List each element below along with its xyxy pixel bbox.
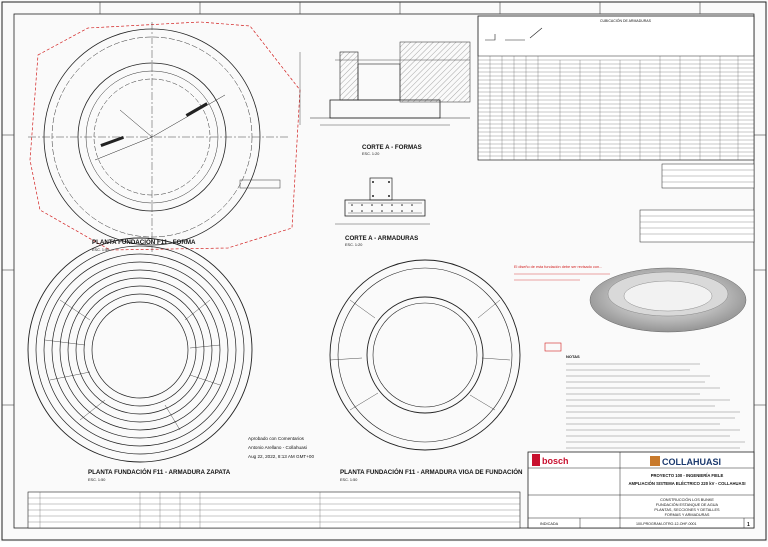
plan-forma-title: PLANTA FUNDACIÓN F11 - FORMA <box>92 238 196 246</box>
plan-zapata-view: PLANTA FUNDACIÓN F11 - ARMADURA ZAPATA E… <box>27 237 253 482</box>
scale-indicada: INDICADA <box>540 522 559 526</box>
project-line1: PROYECTO 100 - INGENIERÍA FIELE <box>651 473 724 478</box>
notes-title: NOTAS <box>566 354 580 359</box>
schedule-title: CUBICACIÓN DE ARMADURAS <box>600 18 652 23</box>
desc-line3: PLANTAS, SECCIONES Y DETALLES <box>654 508 720 512</box>
notes-block: NOTAS <box>566 354 745 449</box>
sheet-number: 1 <box>747 522 750 528</box>
plan-viga-view: PLANTA FUNDACIÓN F11 - ARMADURA VIGA DE … <box>329 259 523 482</box>
doc-number: 100-PROGRAM-OTRO-12-OHF-0001 <box>636 522 697 526</box>
project-line2: AMPLIACIÓN SISTEMA ELÉCTRICO 220 kV - CO… <box>628 481 745 486</box>
desc-line2: FUNDACIÓN ESTANQUE DE AGUA <box>656 502 719 507</box>
corte-formas-view: CORTE A - FORMAS ESC. 1:20 <box>299 41 471 156</box>
plan-forma-view: PLANTA FUNDACIÓN F11 - FORMA ESC. 1:50 <box>28 21 301 252</box>
ring-3d-render <box>589 267 747 333</box>
owner-logo-icon <box>650 456 660 466</box>
corte-formas-scale: ESC. 1:20 <box>362 152 379 156</box>
red-note-text: El diseño de esta fundación debe ser rev… <box>514 265 602 269</box>
stamp-line3: Aug 22, 2022, 8:13 AM GMT+00 <box>248 454 314 459</box>
stamp-line2: Antonio Arellano - Collahuasi <box>248 445 307 450</box>
plan-zapata-scale: ESC. 1:50 <box>88 478 105 482</box>
owner-logo: COLLAHUASI <box>662 457 721 467</box>
designer-logo: bosch <box>542 456 569 466</box>
plan-zapata-title: PLANTA FUNDACIÓN F11 - ARMADURA ZAPATA <box>88 468 231 476</box>
rebar-schedule-table: CUBICACIÓN DE ARMADURAS <box>477 15 755 243</box>
corte-armaduras-view: CORTE A - ARMADURAS ESC. 1:20 <box>335 177 430 247</box>
corte-armaduras-title: CORTE A - ARMADURAS <box>345 235 418 242</box>
plan-viga-title: PLANTA FUNDACIÓN F11 - ARMADURA VIGA DE … <box>340 468 523 476</box>
revision-table <box>27 491 521 529</box>
approval-stamp: Aprobado con Comentarios Antonio Arellan… <box>248 436 314 459</box>
plan-forma-scale: ESC. 1:50 <box>92 248 109 252</box>
plan-viga-scale: ESC. 1:50 <box>340 478 357 482</box>
desc-line1: CONSTRUCCIÓN LOS BUNKE <box>660 497 714 502</box>
stamp-line1: Aprobado con Comentarios <box>248 436 305 441</box>
red-note: El diseño de esta fundación debe ser rev… <box>514 265 610 352</box>
grid-ticks <box>2 2 766 406</box>
desc-line4: FORMAS Y ARMADURAS <box>665 513 710 517</box>
corte-formas-title: CORTE A - FORMAS <box>362 144 422 151</box>
title-block: bosch COLLAHUASI PROYECTO 100 - INGENIER… <box>527 451 755 529</box>
corte-armaduras-scale: ESC. 1:20 <box>345 243 362 247</box>
